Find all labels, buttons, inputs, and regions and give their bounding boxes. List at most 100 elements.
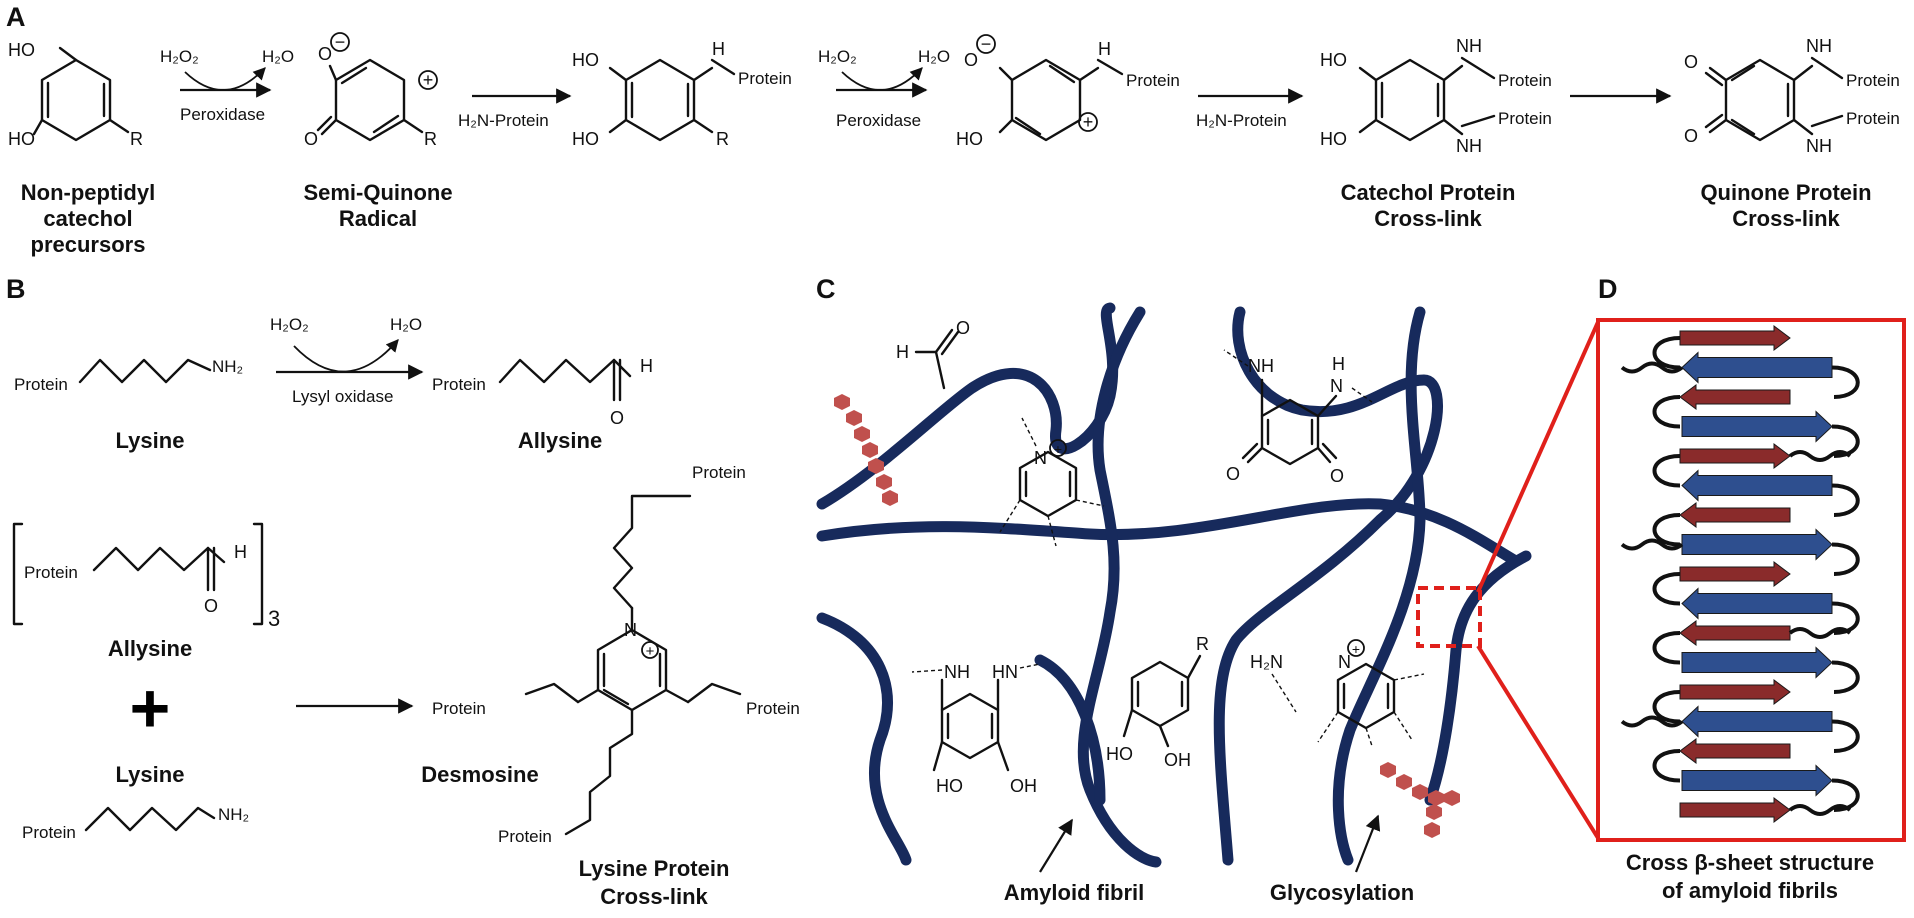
atom-nh: NH	[1456, 36, 1482, 56]
lysyl-oxidase-label: Lysyl oxidase	[292, 387, 393, 406]
atom-ho: HO	[1320, 129, 1347, 149]
h2o2-label: H₂O₂	[818, 47, 857, 66]
strand-loop	[1652, 631, 1681, 665]
atom-oh: OH	[1010, 776, 1037, 796]
lysyl-oxidase-arrow: H₂O₂ H₂O Lysyl oxidase	[270, 315, 424, 406]
atom-o: O	[1684, 126, 1698, 146]
beta-strand-blue	[1681, 528, 1833, 561]
atom-ho: HO	[8, 129, 35, 149]
pyridinium-crosslink-bottom: N + H₂N	[1250, 639, 1425, 747]
protein-label: Protein	[1126, 71, 1180, 90]
glycosylation-label: Glycosylation	[1270, 880, 1414, 905]
nh2-label: NH₂	[212, 357, 243, 376]
panel-label-d: D	[1598, 274, 1618, 304]
precursor-label-line2: catechol	[43, 206, 132, 231]
amyloid-fibril-strand	[1424, 550, 1532, 806]
strand-loop	[1652, 513, 1681, 547]
beta-strand-blue	[1681, 764, 1833, 797]
atom-r: R	[1196, 634, 1209, 654]
atom-n: N	[1330, 376, 1343, 396]
strand-loop	[1831, 365, 1860, 399]
lysine-structure: Protein NH₂	[14, 357, 243, 394]
beta-strand-red	[1679, 443, 1791, 469]
beta-strand-red	[1679, 561, 1791, 587]
protein-label: Protein	[22, 823, 76, 842]
atom-r: R	[424, 129, 437, 149]
desmosine-structure: N + Protein Protein Protein Protein	[432, 463, 800, 846]
amyloid-fibril-strand	[816, 498, 1520, 566]
beta-strand-red	[1679, 679, 1791, 705]
strand-tail	[1620, 361, 1684, 374]
panel-c: C H O	[816, 274, 1600, 905]
atom-o: O	[964, 50, 978, 70]
protein-label: Protein	[1846, 71, 1900, 90]
trimer-subscript: 3	[268, 606, 280, 631]
atom-r: R	[716, 129, 729, 149]
h2o-label: H₂O	[262, 47, 294, 66]
h2o2-label: H₂O₂	[270, 315, 309, 334]
protein-label: Protein	[432, 699, 486, 718]
strand-tail	[1788, 804, 1852, 816]
peroxidase-arrow-2: H₂O₂ H₂O Peroxidase	[818, 47, 950, 130]
catechol-crosslink-structure: HO HO NH Protein Protein NH	[1320, 36, 1552, 156]
zoom-connector-bottom	[1476, 644, 1600, 840]
atom-h: H	[896, 342, 909, 362]
atom-nh: NH	[944, 662, 970, 682]
strand-tail	[1620, 538, 1684, 551]
atom-h: H	[1098, 39, 1111, 59]
atom-o: O	[204, 596, 218, 616]
lysine-crosslink-label-line1: Lysine Protein	[579, 856, 730, 881]
strand-tail	[1788, 627, 1852, 639]
amyloid-fibril-strand	[816, 612, 912, 866]
protein-label: Protein	[498, 827, 552, 846]
protein-addition-arrow-1: H₂N-Protein	[458, 88, 572, 130]
atom-o: O	[956, 318, 970, 338]
charge-plus: +	[1054, 441, 1062, 457]
atom-h: H	[712, 39, 725, 59]
allysine-trimer-label: Allysine	[108, 636, 192, 661]
lysine-label-2: Lysine	[116, 762, 185, 787]
zoom-selection-box	[1416, 586, 1482, 648]
atom-ho: HO	[1106, 744, 1133, 764]
amyloid-fibril-strand	[1034, 654, 1106, 806]
strand-tail	[1620, 715, 1684, 728]
protein-label: Protein	[14, 375, 68, 394]
beta-strand-red	[1679, 797, 1791, 823]
free-catechol-structure: R HO OH	[1106, 634, 1209, 770]
semiquinone-structure: O − O + R	[304, 32, 438, 149]
panel-d-caption-line2: of amyloid fibrils	[1662, 878, 1838, 903]
semiquinone-label-line1: Semi-Quinone	[303, 180, 452, 205]
atom-ho: HO	[1320, 50, 1347, 70]
atom-o: O	[1226, 464, 1240, 484]
atom-ho: HO	[572, 50, 599, 70]
strand-loop	[1831, 719, 1860, 753]
panel-label-b: B	[6, 274, 26, 304]
protein-label: Protein	[746, 699, 800, 718]
beta-strand-blue	[1681, 646, 1833, 679]
protein-label: Protein	[1498, 109, 1552, 128]
atom-ho: HO	[956, 129, 983, 149]
lysine-crosslink-label-line2: Cross-link	[600, 884, 708, 909]
atom-o: O	[1330, 466, 1344, 486]
atom-r: R	[130, 129, 143, 149]
charge-minus: −	[981, 34, 992, 54]
precursor-label-line3: precursors	[31, 232, 146, 257]
atom-o: O	[610, 408, 624, 428]
protein-addition-arrow-2: H₂N-Protein	[1196, 88, 1304, 130]
strand-loop	[1831, 660, 1860, 694]
precursor-label-line1: Non-peptidyl	[21, 180, 155, 205]
strand-loop	[1652, 572, 1681, 606]
pyridinium-crosslink-top: N +	[999, 417, 1105, 547]
atom-ho: HO	[572, 129, 599, 149]
aldehyde-group: H O	[896, 318, 970, 390]
peroxidase-label: Peroxidase	[836, 111, 921, 130]
protein-label: Protein	[692, 463, 746, 482]
atom-h: H	[640, 356, 653, 376]
strand-loop	[1652, 454, 1681, 488]
radical-intermediate-structure: O − HO + H Protein	[956, 34, 1180, 149]
peroxidase-label: Peroxidase	[180, 105, 265, 124]
strand-loop	[1652, 749, 1681, 783]
catechol-protein-adduct-structure: HO HO H Protein R	[572, 39, 792, 149]
glycan-chain-top	[834, 394, 898, 506]
